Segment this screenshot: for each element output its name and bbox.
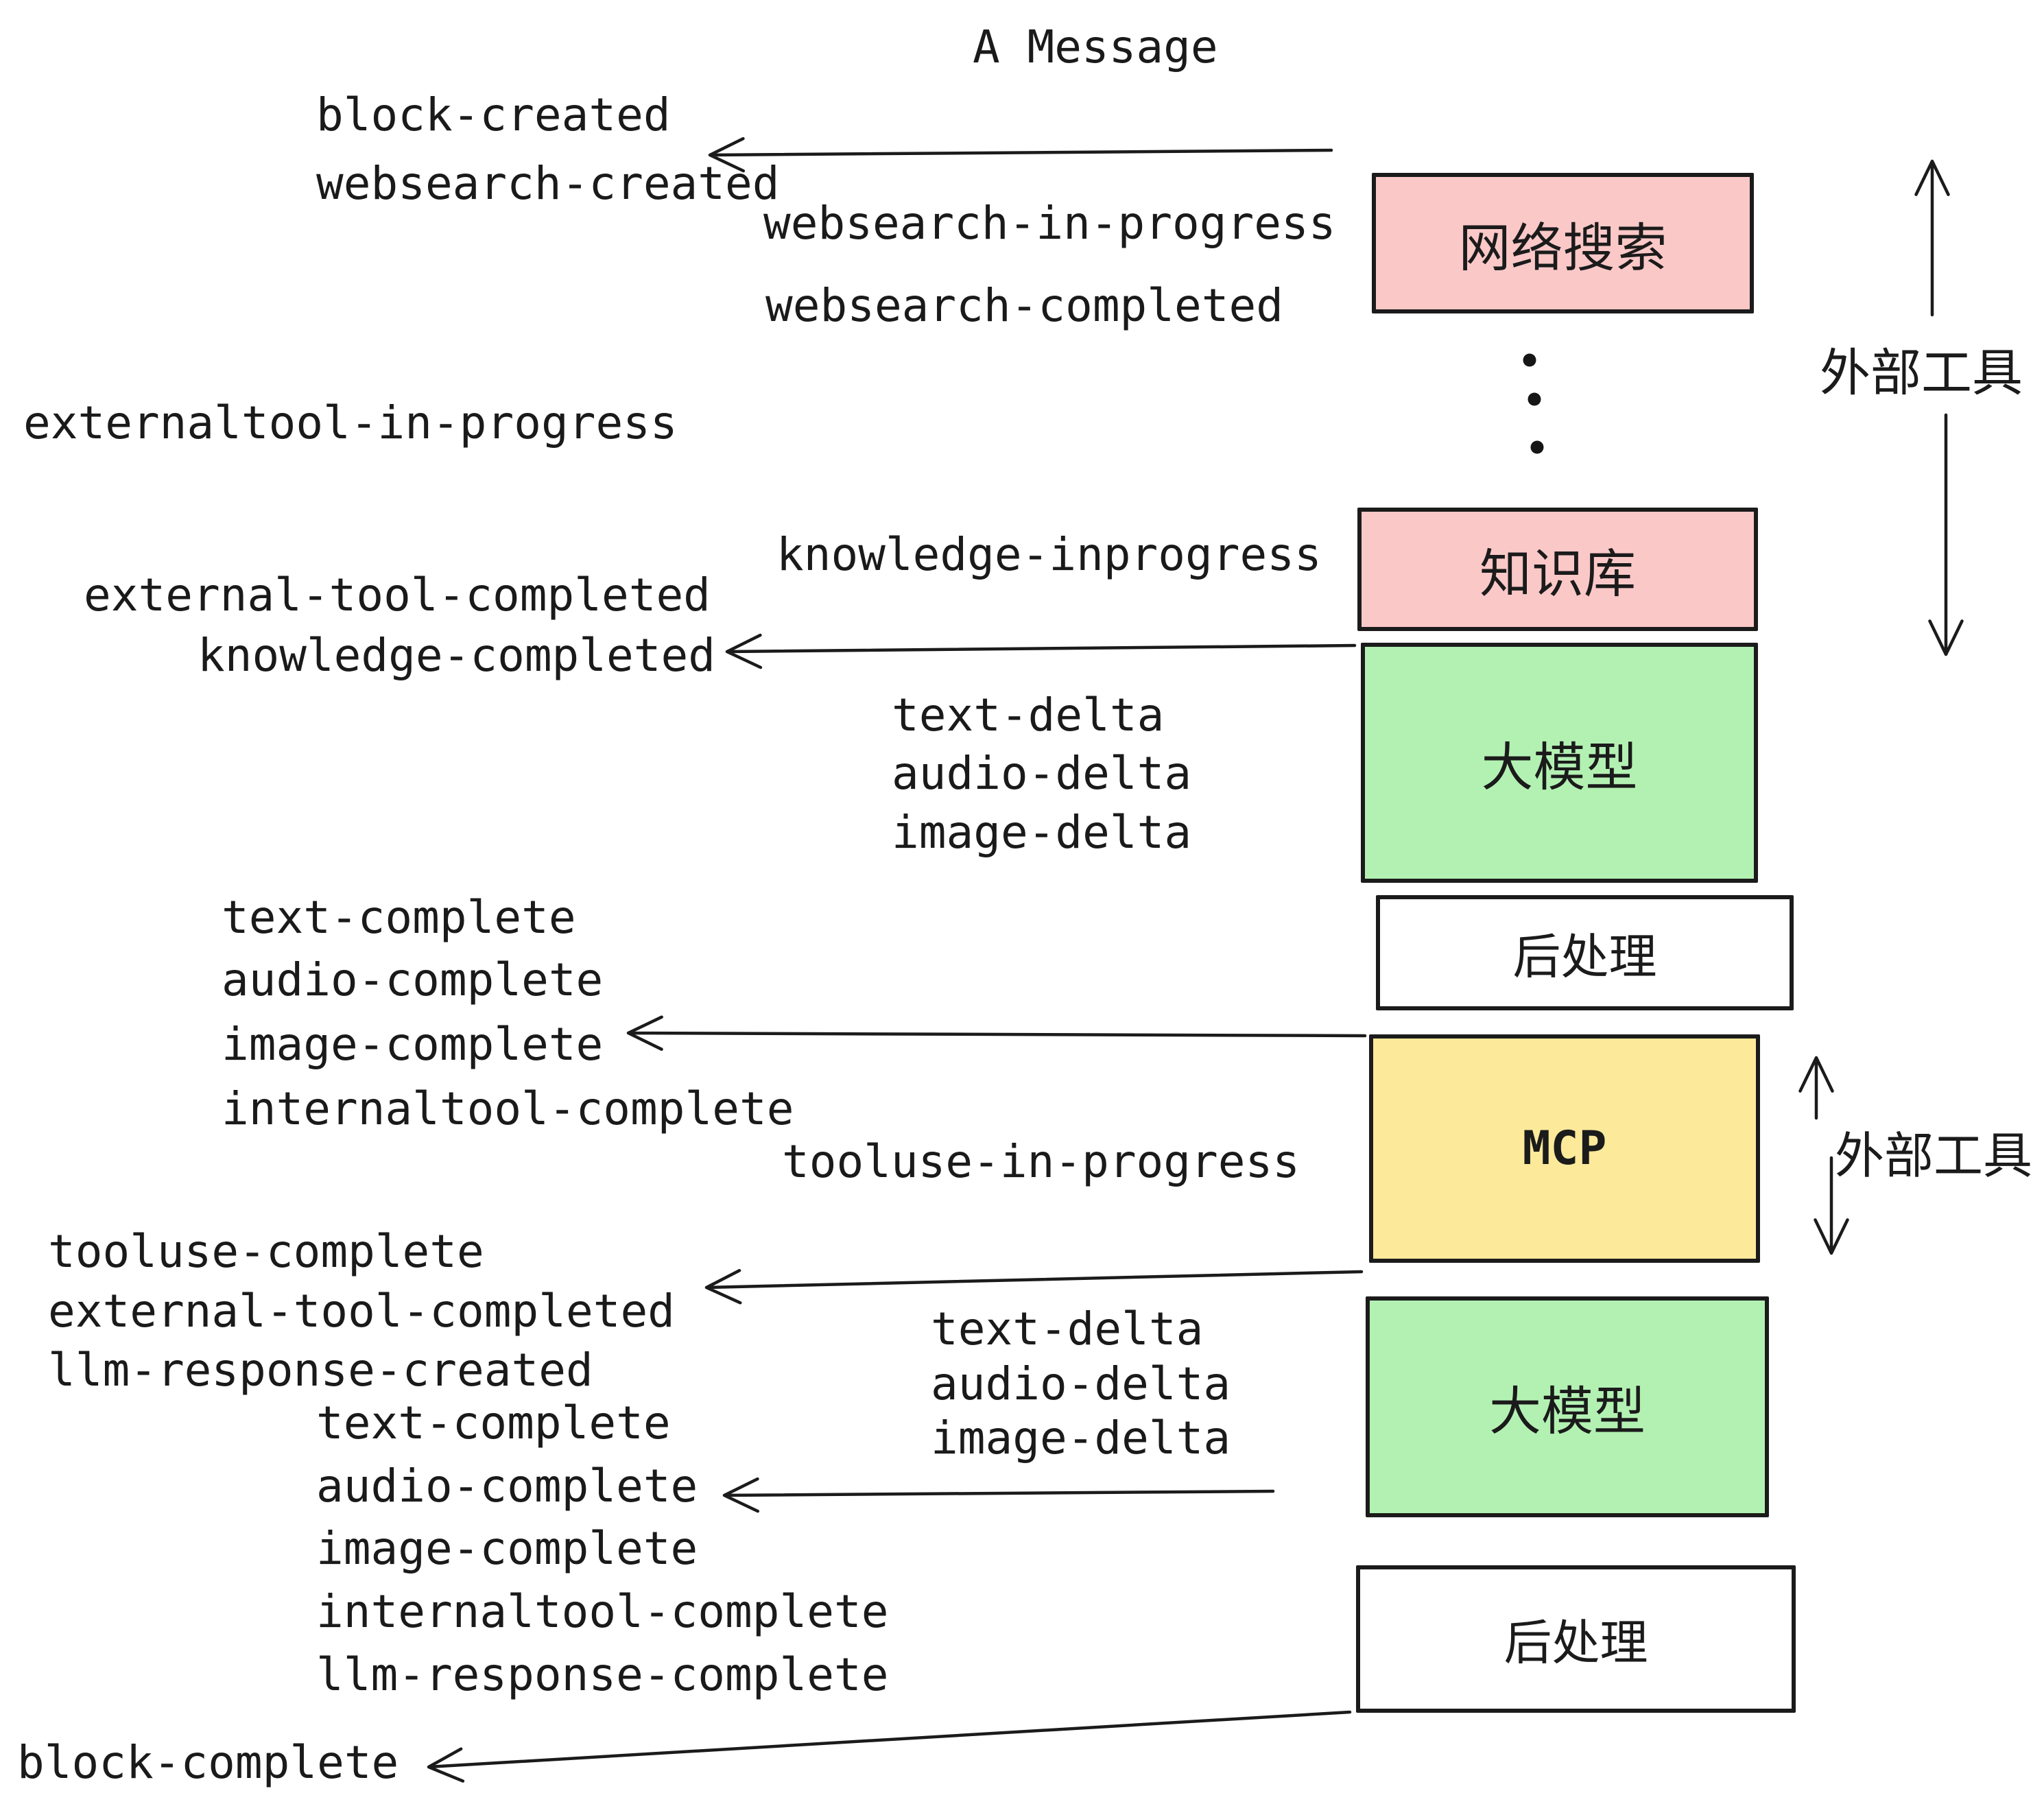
- event-label-knowledge-completed: knowledge-completed: [198, 629, 715, 682]
- ellipsis-dot-3: [1530, 440, 1544, 454]
- llm-box-1: 大模型: [1361, 643, 1758, 883]
- event-label-tooluse-complete: tooluse-complete: [48, 1225, 484, 1278]
- llm-box-1-label: 大模型: [1481, 737, 1638, 798]
- websearch-box: 网络搜索: [1372, 173, 1754, 313]
- event-label-image-delta: image-delta: [892, 806, 1192, 859]
- arrow-external-tools-down: [1928, 413, 1964, 656]
- arrow-to-websearch-created: [708, 137, 1333, 173]
- event-label-image-complete: image-complete: [222, 1018, 604, 1071]
- llm-box-2-label: 大模型: [1489, 1381, 1645, 1442]
- event-label-audio-complete: audio-complete: [222, 953, 604, 1006]
- arrow-to-image-complete: [626, 1015, 1367, 1051]
- event-label-text-complete-2: text-complete: [316, 1397, 671, 1449]
- event-label-audio-delta: audio-delta: [892, 747, 1192, 800]
- websearch-box-label: 网络搜索: [1458, 217, 1667, 278]
- event-label-block-created: block-created: [316, 88, 671, 141]
- event-label-llm-response-complete: llm-response-complete: [316, 1648, 889, 1701]
- event-label-text-delta: text-delta: [892, 689, 1165, 741]
- arrow-to-audio-complete: [722, 1477, 1275, 1513]
- knowledge-box: 知识库: [1357, 508, 1758, 631]
- event-label-websearch-completed: websearch-completed: [765, 279, 1283, 332]
- event-label-websearch-created: websearch-created: [316, 157, 780, 210]
- event-label-audio-delta-2: audio-delta: [931, 1357, 1231, 1410]
- event-label-image-delta-2: image-delta: [931, 1412, 1231, 1464]
- mcp-box: MCP: [1369, 1034, 1760, 1263]
- event-label-external-tool-completed-2: external-tool-completed: [48, 1285, 675, 1338]
- event-label-external-tool-completed: external-tool-completed: [84, 569, 711, 621]
- arrow-mcp-tools-down: [1814, 1156, 1849, 1255]
- ellipsis-dot-1: [1523, 353, 1536, 367]
- postprocess-box-2-label: 后处理: [1504, 1615, 1648, 1671]
- event-label-externaltool-in-progress: externaltool-in-progress: [23, 396, 678, 449]
- event-label-llm-response-created: llm-response-created: [48, 1344, 593, 1397]
- postprocess-box-1-label: 后处理: [1512, 928, 1657, 985]
- external-tools-label-mcp: 外部工具: [1835, 1127, 2033, 1185]
- arrow-to-knowledge-completed: [725, 633, 1357, 669]
- postprocess-box-2: 后处理: [1356, 1565, 1796, 1713]
- external-tools-label-top: 外部工具: [1820, 344, 2023, 403]
- event-label-internaltool-complete-2: internaltool-complete: [316, 1585, 889, 1638]
- llm-box-2: 大模型: [1366, 1296, 1769, 1517]
- event-label-block-complete: block-complete: [17, 1736, 399, 1789]
- event-label-tooluse-in-progress: tooluse-in-progress: [782, 1135, 1300, 1188]
- postprocess-box-1: 后处理: [1376, 895, 1794, 1010]
- arrow-to-block-complete: [427, 1710, 1352, 1783]
- arrow-mcp-tools-up: [1798, 1056, 1834, 1120]
- event-label-image-complete-2: image-complete: [316, 1522, 698, 1575]
- event-label-knowledge-inprogress: knowledge-inprogress: [776, 528, 1322, 581]
- event-label-text-delta-2: text-delta: [931, 1303, 1204, 1355]
- mcp-box-label: MCP: [1522, 1121, 1607, 1176]
- knowledge-box-label: 知识库: [1479, 543, 1636, 604]
- arrow-external-tools-up: [1914, 159, 1950, 317]
- page-title: A Message: [973, 21, 1218, 73]
- event-label-internaltool-complete: internaltool-complete: [222, 1082, 794, 1135]
- event-label-text-complete: text-complete: [222, 891, 576, 944]
- arrow-to-tooluse-complete: [704, 1269, 1364, 1305]
- event-label-websearch-in-progress: websearch-in-progress: [763, 197, 1336, 250]
- ellipsis-dot-2: [1528, 392, 1541, 406]
- event-label-audio-complete-2: audio-complete: [316, 1460, 698, 1512]
